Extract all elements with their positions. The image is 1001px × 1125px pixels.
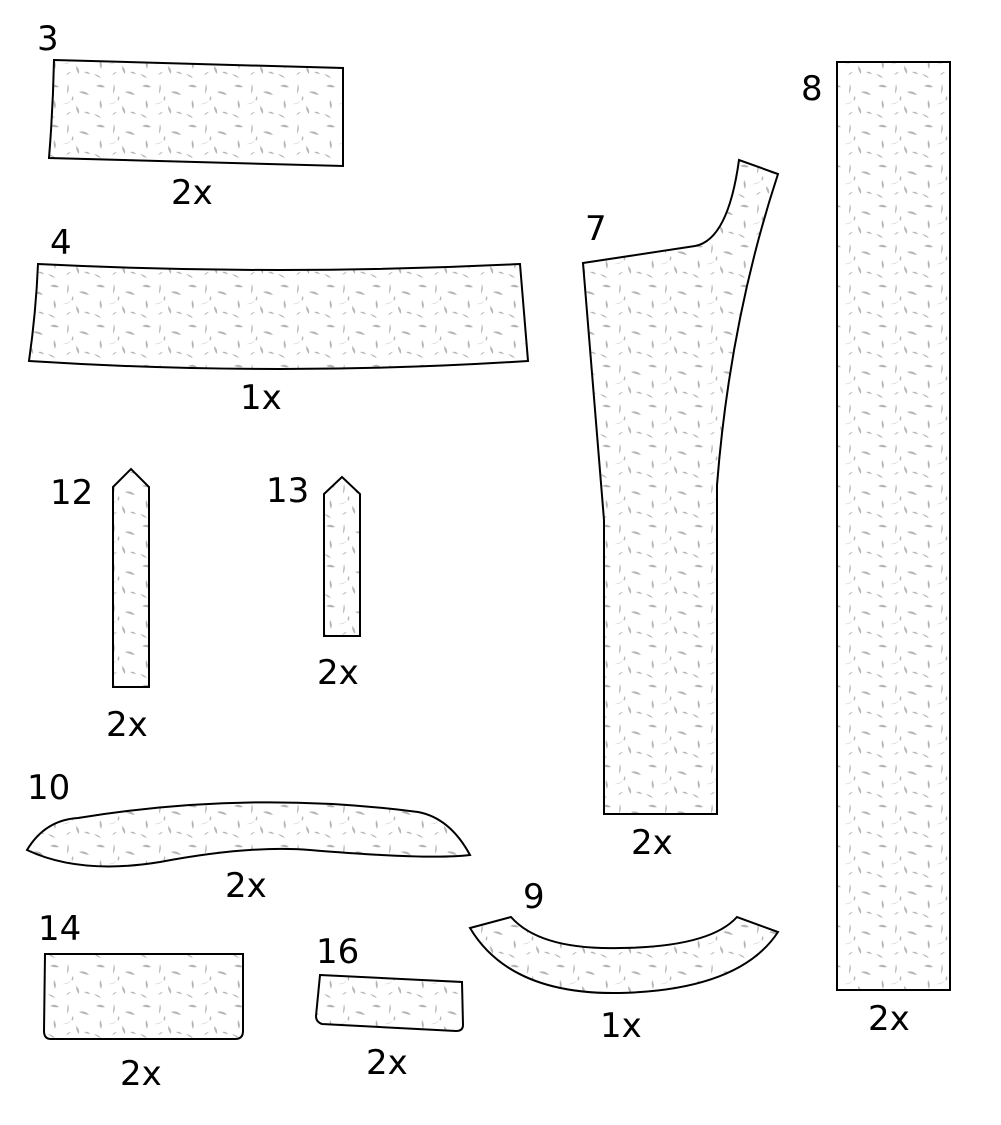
- piece-13-quantity: 2x: [317, 653, 359, 693]
- piece-13: 13 2x: [266, 471, 361, 693]
- piece-8-number: 8: [801, 69, 823, 109]
- piece-9-quantity: 1x: [600, 1006, 642, 1046]
- piece-7-quantity: 2x: [631, 823, 673, 863]
- piece-8-shape: [836, 61, 951, 991]
- piece-12: 12 2x: [50, 467, 150, 745]
- piece-10-number: 10: [27, 768, 70, 808]
- piece-4-quantity: 1x: [240, 378, 282, 418]
- piece-10-quantity: 2x: [225, 866, 267, 906]
- piece-8-quantity: 2x: [868, 999, 910, 1039]
- piece-14: 14 2x: [38, 909, 244, 1094]
- piece-16: 16 2x: [314, 932, 465, 1083]
- piece-4-number: 4: [50, 223, 72, 263]
- piece-9-number: 9: [523, 877, 545, 917]
- piece-3-number: 3: [37, 19, 59, 59]
- piece-9: 9 1x: [468, 877, 780, 1046]
- piece-7-number: 7: [585, 209, 607, 249]
- piece-14-quantity: 2x: [120, 1054, 162, 1094]
- piece-12-quantity: 2x: [106, 705, 148, 745]
- piece-14-shape: [42, 953, 244, 1040]
- piece-4: 4 1x: [27, 223, 530, 418]
- piece-10: 10 2x: [25, 768, 472, 906]
- piece-3-shape: [47, 58, 344, 168]
- piece-16-shape: [314, 973, 465, 1033]
- piece-7: 7 2x: [581, 158, 780, 863]
- piece-14-number: 14: [38, 909, 81, 949]
- piece-4-shape: [27, 262, 530, 370]
- piece-10-shape: [25, 801, 472, 868]
- piece-12-number: 12: [50, 473, 93, 513]
- piece-7-shape: [581, 158, 780, 815]
- piece-13-number: 13: [266, 471, 309, 511]
- piece-9-shape: [468, 915, 780, 995]
- piece-3: 3 2x: [37, 19, 344, 213]
- piece-13-shape: [323, 475, 361, 637]
- piece-3-quantity: 2x: [171, 173, 213, 213]
- piece-8: 8 2x: [801, 61, 951, 1039]
- piece-12-shape: [112, 467, 150, 688]
- piece-16-number: 16: [316, 932, 359, 972]
- piece-16-quantity: 2x: [366, 1043, 408, 1083]
